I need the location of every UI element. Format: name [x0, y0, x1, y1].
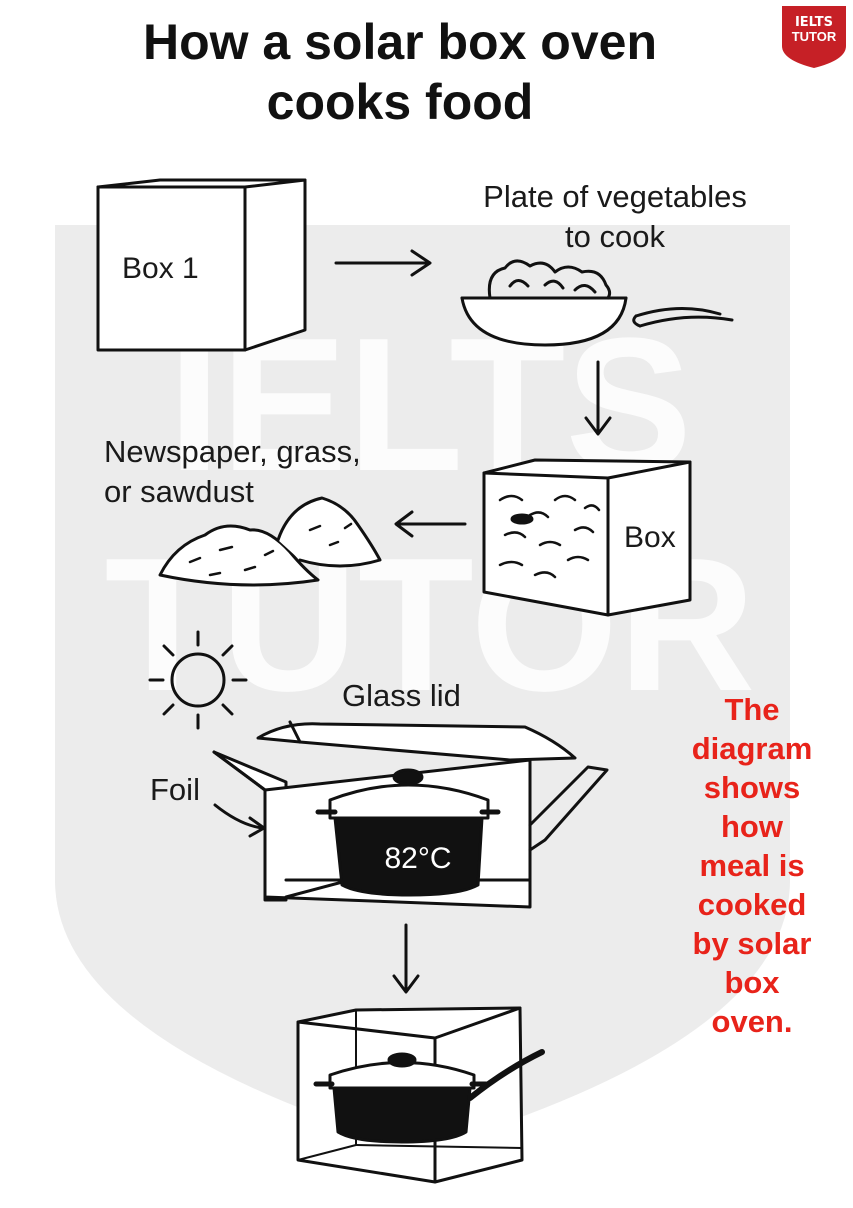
vegetables-label-line-1: Plate of vegetables: [483, 179, 747, 214]
sun-icon: [148, 630, 248, 730]
vegetables-label: Plate of vegetables to cook: [440, 177, 790, 257]
arrow-right-icon: [334, 249, 432, 277]
caption-line: how: [721, 809, 783, 844]
vegetable-plate-illustration: [460, 259, 734, 347]
caption-line: oven.: [711, 1004, 793, 1039]
arrow-down-icon: [584, 360, 612, 436]
insulation-label-line-2: or sawdust: [104, 474, 254, 509]
vegetables-label-line-2: to cook: [565, 219, 665, 254]
insulation-label: Newspaper, grass, or sawdust: [104, 432, 424, 512]
box-1-label: Box 1: [122, 252, 199, 285]
pot-icon: [315, 768, 501, 897]
insulation-label-line-1: Newspaper, grass,: [104, 434, 361, 469]
svg-text:TUTOR: TUTOR: [792, 29, 837, 44]
foil-label: Foil: [150, 772, 200, 807]
box-2-label: Box: [624, 521, 676, 554]
caption-line: cooked: [697, 887, 807, 922]
caption-line: by solar: [692, 926, 812, 961]
caption-line: diagram: [691, 731, 813, 766]
solar-oven-illustration: [212, 720, 609, 909]
caption-line: The: [724, 692, 780, 727]
pot-icon: [313, 1052, 489, 1144]
caption-line: box: [724, 965, 780, 1000]
svg-text:IELTS: IELTS: [795, 15, 833, 30]
pot-temperature: 82°C: [384, 842, 451, 875]
glass-lid-label: Glass lid: [342, 678, 461, 713]
box-1-illustration: [96, 178, 307, 352]
foil-pointer-arrow: [213, 803, 266, 838]
diagram-caption: The diagram shows how meal is cooked by …: [672, 690, 832, 1041]
arrow-left-icon: [394, 510, 467, 538]
insulation-pile-illustration: [158, 496, 382, 587]
diagram-title: How a solar box oven cooks food: [40, 12, 760, 132]
title-line-1: How a solar box oven: [142, 14, 657, 70]
caption-line: meal is: [699, 848, 805, 883]
final-box-illustration: [296, 1006, 545, 1184]
arrow-down-icon: [392, 923, 420, 994]
caption-line: shows: [703, 770, 801, 805]
box-2-illustration: [482, 458, 692, 617]
ielts-tutor-badge: IELTS TUTOR: [782, 6, 846, 68]
title-line-2: cooks food: [266, 74, 534, 130]
